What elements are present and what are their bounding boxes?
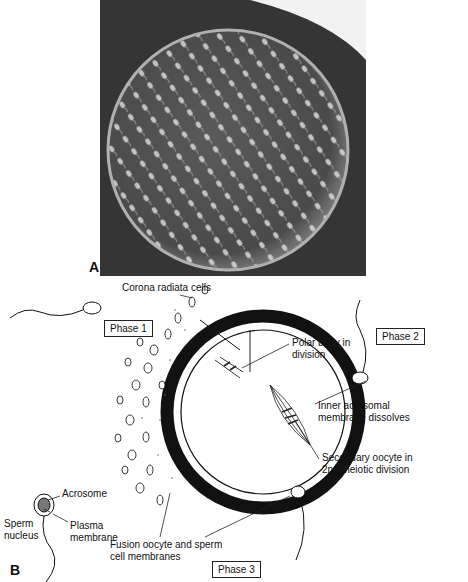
part-label: A [89, 259, 109, 275]
part-label: Corona radiata cells [122, 282, 252, 294]
part-label: B [10, 562, 30, 578]
part-label: Fusion oocyte and sperm cell membranes [110, 539, 240, 562]
part-label: Acrosome [62, 488, 132, 500]
part-label: Secondary oocyte in 2nd meiotic division [322, 452, 432, 475]
label-text: A [89, 259, 99, 275]
corona-cells [115, 286, 208, 505]
label-text: Inner acrosomal membrane dissolves [318, 400, 410, 423]
part-label: Inner acrosomal membrane dissolves [318, 400, 428, 423]
sem-photo [100, 0, 366, 276]
label-text: Sperm nucleus [4, 518, 38, 541]
leader-lines [44, 295, 366, 537]
part-label: Polar body in division [292, 337, 364, 360]
phase-label: Phase 2 [382, 331, 419, 342]
phase-box: Phase 2 [376, 328, 425, 345]
sperm-cells [10, 300, 368, 582]
label-text: Polar body in division [292, 337, 350, 360]
phase-label: Phase 3 [218, 564, 255, 575]
label-text: Corona radiata cells [122, 282, 211, 293]
label-text: B [10, 562, 20, 578]
label-text: Fusion oocyte and sperm cell membranes [110, 539, 222, 562]
phase-label: Phase 1 [110, 323, 147, 334]
phase-box: Phase 3 [212, 561, 261, 578]
label-text: Secondary oocyte in 2nd meiotic division [322, 452, 413, 475]
phase-box: Phase 1 [104, 320, 153, 337]
label-text: Acrosome [62, 488, 107, 499]
part-label: Sperm nucleus [4, 518, 50, 541]
